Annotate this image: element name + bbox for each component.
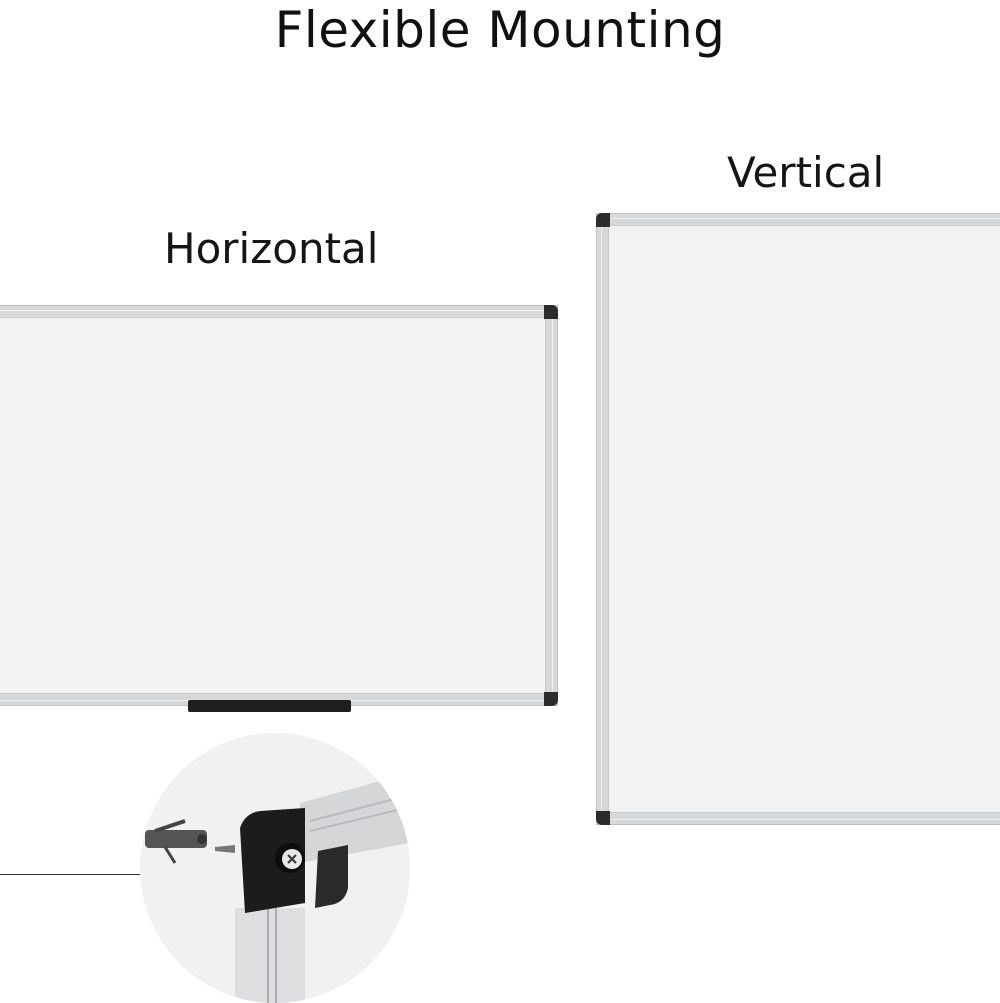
callout-leader-line bbox=[0, 874, 142, 875]
horizontal-label: Horizontal bbox=[164, 224, 379, 273]
corner-cap-icon bbox=[596, 213, 610, 227]
wall-anchor-screw-icon bbox=[145, 773, 410, 1003]
corner-cap-icon bbox=[596, 811, 610, 825]
corner-cap-icon bbox=[544, 305, 558, 319]
vertical-label: Vertical bbox=[727, 148, 885, 197]
mounting-detail-circle bbox=[140, 733, 410, 1003]
whiteboard-surface bbox=[608, 225, 1000, 813]
marker-tray bbox=[188, 700, 351, 712]
corner-cap-icon bbox=[544, 692, 558, 706]
whiteboard-surface bbox=[0, 317, 546, 694]
page-title: Flexible Mounting bbox=[274, 1, 726, 59]
vertical-whiteboard bbox=[596, 213, 1000, 825]
frame-groove bbox=[601, 218, 1000, 820]
horizontal-whiteboard bbox=[0, 305, 558, 706]
